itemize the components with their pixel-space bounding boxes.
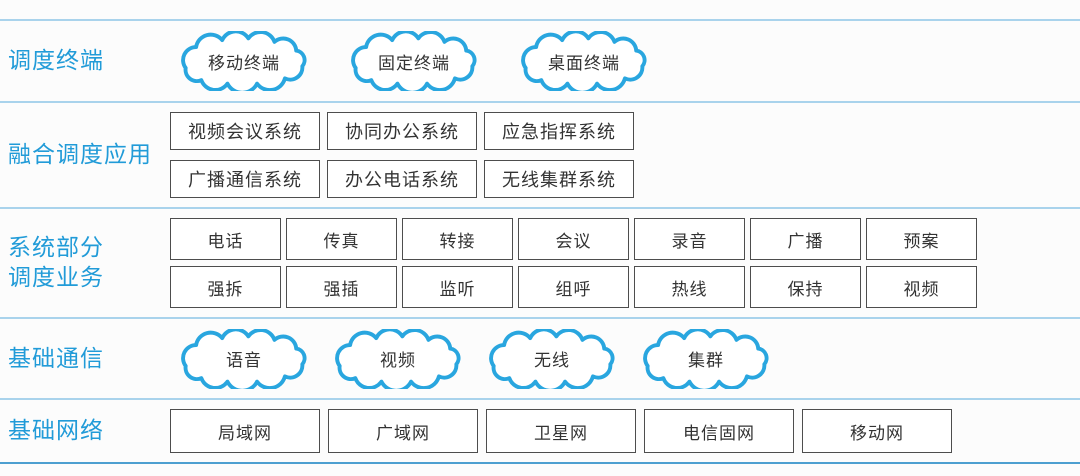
layer-services-label: 系统部分 调度业务 bbox=[0, 233, 170, 293]
box-broadcast-communication-system: 广播通信系统 bbox=[170, 160, 320, 198]
layer-networks: 基础网络 局域网 广域网 卫星网 电信固网 移动网 bbox=[0, 398, 1080, 462]
box-telecom-fixed-network: 电信固网 bbox=[644, 409, 794, 453]
box-fax: 传真 bbox=[286, 218, 397, 260]
cloud-label: 桌面终端 bbox=[548, 53, 620, 73]
box-collaborative-office-system: 协同办公系统 bbox=[327, 112, 477, 150]
layer-communication-label: 基础通信 bbox=[8, 344, 104, 371]
box-force-release: 强拆 bbox=[170, 266, 281, 308]
box-hotline: 热线 bbox=[634, 266, 745, 308]
box-lan: 局域网 bbox=[170, 409, 320, 453]
networks-group: 局域网 广域网 卫星网 电信固网 移动网 bbox=[170, 409, 952, 453]
cloud-label: 视频 bbox=[380, 351, 416, 370]
layer-networks-label: 基础网络 bbox=[8, 417, 104, 444]
box-office-telephone-system: 办公电话系统 bbox=[327, 160, 477, 198]
box-hold: 保持 bbox=[750, 266, 861, 308]
layer-terminals-label: 调度终端 bbox=[8, 47, 104, 74]
communication-clouds-group: 语音 视频 无线 集群 bbox=[170, 329, 780, 389]
box-emergency-command-system: 应急指挥系统 bbox=[484, 112, 634, 150]
box-broadcast: 广播 bbox=[750, 218, 861, 260]
layer-services: 系统部分 调度业务 电话 传真 转接 会议 录音 广播 预案 强拆 强插 监听 … bbox=[0, 207, 1080, 317]
box-video-service: 视频 bbox=[866, 266, 977, 308]
layer-services-label-line1: 系统部分 bbox=[8, 234, 104, 261]
terminals-clouds-group: 移动终端 固定终端 桌面终端 bbox=[170, 31, 658, 91]
box-force-insert: 强插 bbox=[286, 266, 397, 308]
layer-communication: 基础通信 语音 视频 无线 集群 bbox=[0, 317, 1080, 398]
box-wan: 广域网 bbox=[328, 409, 478, 453]
cloud-wireless: 无线 bbox=[478, 329, 626, 389]
cloud-mobile-terminal: 移动终端 bbox=[170, 31, 318, 91]
cloud-trunking: 集群 bbox=[632, 329, 780, 389]
box-telephone: 电话 bbox=[170, 218, 281, 260]
services-grid: 电话 传真 转接 会议 录音 广播 预案 强拆 强插 监听 组呼 热线 保持 视… bbox=[170, 218, 977, 308]
cloud-label: 集群 bbox=[688, 351, 724, 370]
box-group-call: 组呼 bbox=[518, 266, 629, 308]
box-plan: 预案 bbox=[866, 218, 977, 260]
cloud-video: 视频 bbox=[324, 329, 472, 389]
cloud-label: 语音 bbox=[226, 351, 262, 370]
cloud-fixed-terminal: 固定终端 bbox=[340, 31, 488, 91]
box-video-conference-system: 视频会议系统 bbox=[170, 112, 320, 150]
box-satellite-network: 卫星网 bbox=[486, 409, 636, 453]
layer-services-label-line2: 调度业务 bbox=[8, 264, 104, 290]
cloud-label: 移动终端 bbox=[208, 53, 280, 73]
box-wireless-trunking-system: 无线集群系统 bbox=[484, 160, 634, 198]
layer-applications-label: 融合调度应用 bbox=[8, 141, 152, 168]
bottom-divider bbox=[0, 462, 1080, 464]
box-monitor: 监听 bbox=[402, 266, 513, 308]
box-mobile-network: 移动网 bbox=[802, 409, 952, 453]
layer-applications: 融合调度应用 视频会议系统 协同办公系统 应急指挥系统 广播通信系统 办公电话系… bbox=[0, 101, 1080, 207]
cloud-voice: 语音 bbox=[170, 329, 318, 389]
box-transfer: 转接 bbox=[402, 218, 513, 260]
cloud-label: 无线 bbox=[534, 351, 570, 370]
cloud-label: 固定终端 bbox=[378, 53, 450, 73]
cloud-desktop-terminal: 桌面终端 bbox=[510, 31, 658, 91]
box-recording: 录音 bbox=[634, 218, 745, 260]
applications-grid: 视频会议系统 协同办公系统 应急指挥系统 广播通信系统 办公电话系统 无线集群系… bbox=[170, 112, 634, 198]
box-conference: 会议 bbox=[518, 218, 629, 260]
layer-terminals: 调度终端 移动终端 固定终端 桌面终端 bbox=[0, 19, 1080, 101]
